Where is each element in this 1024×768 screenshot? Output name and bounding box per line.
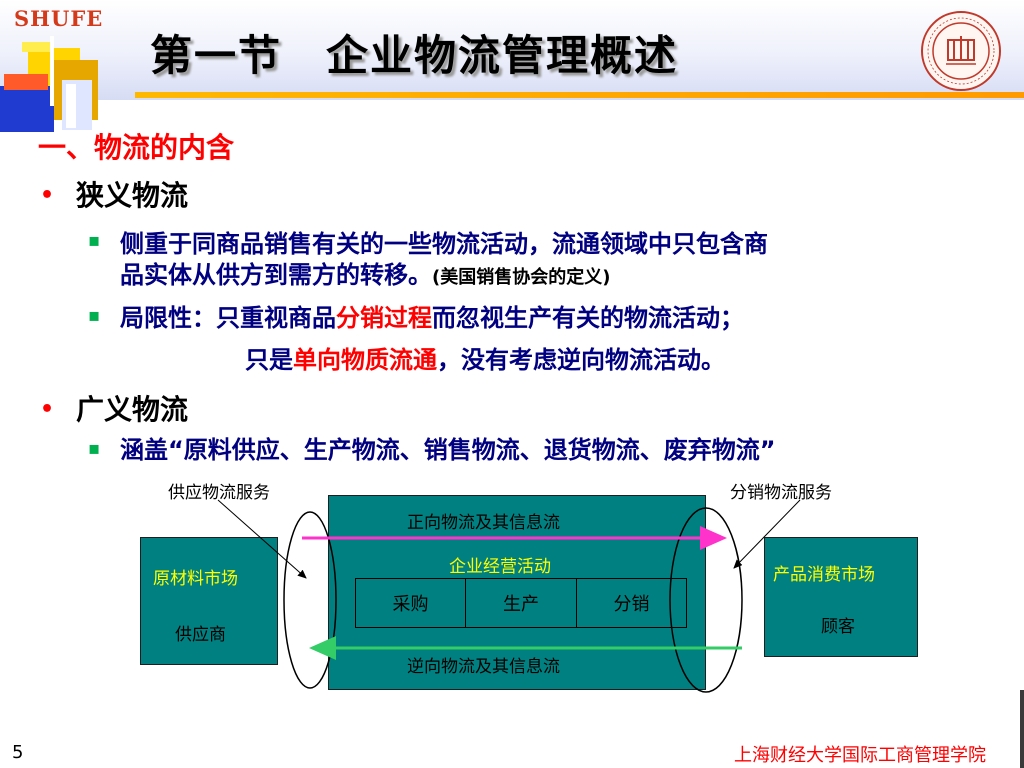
logo-text: SHUFE — [14, 6, 104, 31]
one-way-line: 只是单向物质流通，没有考虑逆向物流活动。 — [245, 340, 725, 375]
forward-flow-label: 正向物流及其信息流 — [407, 513, 560, 533]
raw-material-market-label: 原材料市场 — [153, 569, 238, 589]
square-bullet-marker: ▪ — [88, 438, 101, 459]
supplier-label: 供应商 — [175, 625, 226, 645]
production-cell: 生产 — [465, 578, 577, 628]
limitation-line: 局限性：只重视商品分销过程而忽视生产有关的物流活动； — [120, 298, 744, 333]
bullet-marker: • — [40, 397, 55, 422]
limitation-suffix: 而忽视生产有关的物流活动； — [432, 304, 744, 332]
supply-service-label: 供应物流服务 — [168, 483, 270, 503]
raw-material-market-box: 原材料市场 供应商 — [140, 537, 278, 665]
reverse-flow-label: 逆向物流及其信息流 — [407, 657, 560, 677]
narrow-definition-line2: 品实体从供方到需方的转移。(美国销售协会的定义) — [120, 255, 610, 290]
procurement-cell: 采购 — [355, 578, 466, 628]
narrow-definition-line1: 侧重于同商品销售有关的一些物流活动，流通领域中只包含商 — [120, 230, 768, 258]
bullet-marker: • — [40, 183, 55, 208]
customer-label: 顾客 — [821, 617, 855, 637]
distribution-service-label: 分销物流服务 — [730, 483, 832, 503]
square-bullet-marker: ▪ — [88, 230, 101, 251]
definition-source-note: (美国销售协会的定义) — [432, 267, 611, 288]
page-number: 5 — [12, 742, 24, 763]
narrow-definition-text: 品实体从供方到需方的转移。 — [120, 261, 432, 289]
consumer-market-label: 产品消费市场 — [773, 565, 875, 585]
header-band — [0, 0, 1024, 100]
enterprise-activity-label: 企业经营活动 — [449, 557, 551, 577]
consumer-market-box: 产品消费市场 顾客 — [764, 537, 918, 657]
slide-title: 第一节 企业物流管理概述 — [150, 31, 679, 80]
footer-organization: 上海财经大学国际工商管理学院 — [734, 745, 986, 766]
university-seal-icon — [921, 11, 1001, 91]
narrow-logistics-title: 狭义物流 — [76, 179, 189, 212]
one-way-prefix: 只是 — [245, 346, 293, 374]
logo-cube-icon — [0, 36, 98, 132]
broad-coverage-line: 涵盖“原料供应、生产物流、销售物流、退货物流、废弃物流” — [120, 436, 776, 464]
header-rule — [135, 92, 1024, 98]
broad-logistics-title: 广义物流 — [76, 393, 189, 426]
one-way-highlight: 单向物质流通 — [293, 346, 437, 374]
limitation-highlight: 分销过程 — [336, 304, 432, 332]
distribution-cell: 分销 — [576, 578, 687, 628]
footer-edge-bar — [1020, 690, 1024, 768]
square-bullet-marker: ▪ — [88, 305, 101, 326]
section-heading: 一、物流的内含 — [38, 131, 235, 164]
limitation-prefix: 局限性：只重视商品 — [120, 304, 336, 332]
one-way-suffix: ，没有考虑逆向物流活动。 — [437, 346, 725, 374]
